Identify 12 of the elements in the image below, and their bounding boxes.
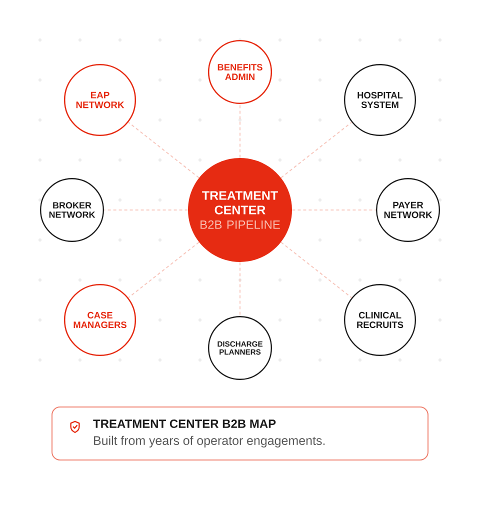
connector-line — [280, 122, 352, 178]
circle-node: BROKER NETWORK — [40, 178, 104, 242]
circle-node: CLINICAL RECRUITS — [344, 284, 416, 356]
circle-node: EAP NETWORK — [64, 64, 136, 136]
connector-line — [128, 122, 200, 178]
connector-line — [280, 242, 352, 298]
circle-node: HOSPITAL SYSTEM — [344, 64, 416, 136]
connector-line — [128, 242, 200, 298]
circle-node: BENEFITS ADMIN — [208, 40, 272, 104]
circle-node: PAYER NETWORK — [376, 178, 440, 242]
circle-node: CASE MANAGERS — [64, 284, 136, 356]
info-card: TREATMENT CENTER B2B MAP Built from years of operator engagements. — [52, 406, 428, 460]
